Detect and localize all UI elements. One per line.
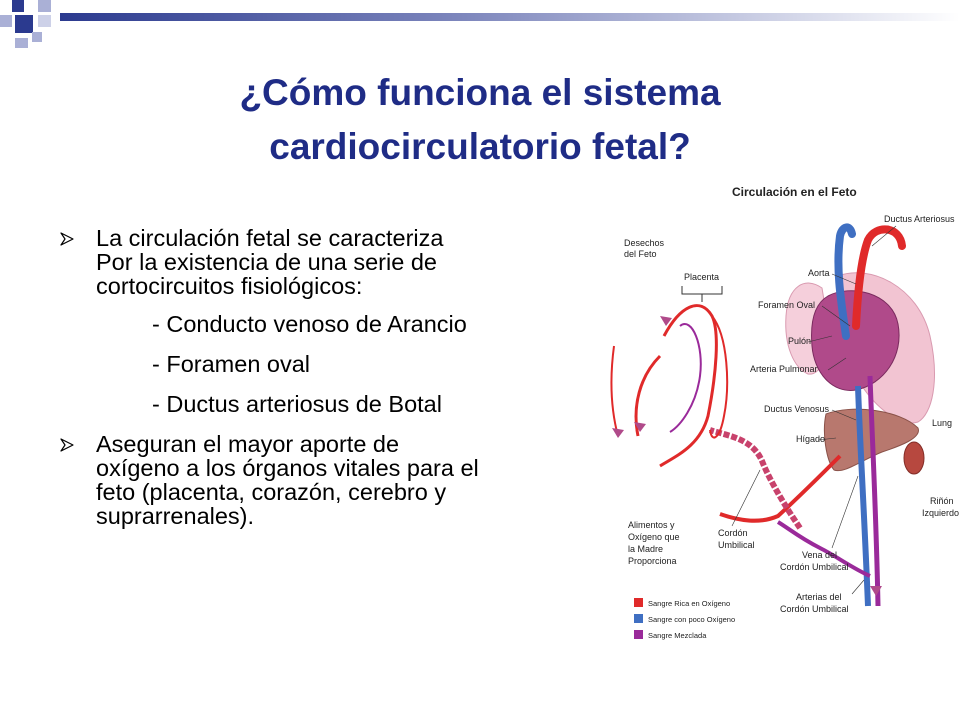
label-alimentos-line: Alimentos y [628, 520, 675, 530]
heart-shape [811, 290, 900, 391]
inferior-vena-cava-vessel [855, 385, 871, 607]
slide-title: ¿Cómo funciona el sistema cardiocirculat… [80, 66, 880, 174]
label-arterias: Arterias del Cordón Umbilical [780, 592, 849, 614]
legend-label: Sangre Mezclada [648, 631, 707, 640]
label-aorta: Aorta [808, 268, 830, 278]
leader-line [831, 409, 857, 421]
leader-line [817, 437, 837, 441]
leader-line [807, 335, 833, 343]
label-desechos: Desechos del Feto [624, 238, 665, 259]
label-desechos-line: del Feto [624, 249, 657, 259]
label-arteria-pulmonar: Arteria Pulmonar [750, 364, 818, 374]
arrow-bullet-icon [60, 438, 74, 452]
label-vena-line: Vena del [802, 550, 837, 560]
bullet-line: oxígeno a los órganos vitales para el [96, 455, 479, 481]
placenta-vessels [659, 304, 718, 468]
label-higado: Hígado [796, 434, 825, 444]
figure-title: Circulación en el Feto [732, 185, 857, 199]
bullet-item: Aseguran el mayor aporte de oxígeno a lo… [58, 432, 628, 528]
umbilical-vein-vessel [719, 454, 842, 523]
legend-label: Sangre Rica en Oxígeno [648, 599, 730, 608]
leader-lines [731, 225, 897, 595]
leader-line [831, 273, 857, 285]
label-alimentos-line: la Madre [628, 544, 663, 554]
placenta-vessels [610, 345, 619, 437]
title-line: ¿Cómo funciona el sistema [239, 72, 721, 113]
placenta-vessels [669, 323, 702, 433]
flow-arrows [612, 316, 882, 596]
legend-label: Sangre con poco Oxígeno [648, 615, 735, 624]
title-line: cardiocirculatorio fetal? [269, 126, 691, 167]
label-ductus-arteriosus: Ductus Arteriosus [884, 214, 955, 224]
label-foramen-oval: Foramen Oval [758, 300, 815, 310]
legend-swatch-oxygen-rich [634, 598, 643, 607]
bullet-item: La circulación fetal se caracteriza Por … [58, 226, 628, 298]
flow-arrow-icon [660, 316, 672, 326]
label-rinon: Riñón Izquierdo [922, 496, 959, 518]
label-desechos-line: Desechos [624, 238, 665, 248]
bullet-line: La circulación fetal se caracteriza [96, 225, 444, 251]
bullet-line: suprarrenales). [96, 503, 255, 529]
umbilical-cord-vessel [709, 427, 803, 530]
flow-arrow-icon [612, 428, 624, 438]
label-vena: Vena del Cordón Umbilical [780, 550, 849, 572]
label-rinon-line: Riñón [930, 496, 954, 506]
legend-swatch-mixed [634, 630, 643, 639]
label-cordon: Cordón Umbilical [718, 528, 755, 550]
label-lung: Lung [932, 418, 952, 428]
label-pulon: Pulón [788, 336, 811, 346]
leader-line [731, 469, 761, 527]
legend: Sangre Rica en Oxígeno Sangre con poco O… [634, 598, 735, 640]
bullet-line: cortocircuitos fisiológicos: [96, 273, 363, 299]
aorta-vessel [852, 225, 906, 330]
bullet-line: Por la existencia de una serie de [96, 249, 437, 275]
shunt-item: - Conducto venoso de Arancio [152, 311, 467, 337]
label-cordon-line: Umbilical [718, 540, 755, 550]
descending-aorta-vessel [867, 375, 881, 607]
label-rinon-line: Izquierdo [922, 508, 959, 518]
flow-arrow-icon [870, 586, 882, 596]
leader-line [871, 225, 897, 247]
leader-line [827, 357, 847, 371]
placenta-vessels [634, 354, 662, 437]
placenta-bracket [681, 286, 723, 295]
legend-swatch-oxygen-poor [634, 614, 643, 623]
bullet-line: Aseguran el mayor aporte de [96, 431, 400, 457]
label-placenta: Placenta [684, 272, 719, 282]
shunt-item: - Ductus arteriosus de Botal [152, 391, 442, 417]
label-arterias-line: Cordón Umbilical [780, 604, 849, 614]
umbilical-artery-vessel [776, 520, 871, 578]
label-alimentos-line: Oxígeno que [628, 532, 680, 542]
leader-line [831, 475, 859, 549]
label-alimentos: Alimentos y Oxígeno que la Madre Proporc… [628, 520, 680, 566]
shunt-item: - Foramen oval [152, 351, 311, 377]
decorative-top-bar [0, 0, 960, 48]
arrow-bullet-icon [60, 232, 74, 246]
slide-body: La circulación fetal se caracteriza Por … [58, 226, 628, 528]
label-vena-line: Cordón Umbilical [780, 562, 849, 572]
label-alimentos-line: Proporciona [628, 556, 677, 566]
fetal-circulation-diagram: Circulación en el Feto Desechos del Feto… [610, 185, 959, 640]
leader-line [851, 579, 865, 595]
label-cordon-line: Cordón [718, 528, 748, 538]
label-ductus-venosus: Ductus Venosus [764, 404, 830, 414]
leader-line [821, 305, 851, 327]
label-arterias-line: Arterias del [796, 592, 842, 602]
placenta-vessels [709, 315, 729, 439]
vena-cava-vessel [834, 223, 856, 340]
kidney-shape [903, 441, 925, 475]
bullet-line: feto (placenta, corazón, cerebro y [96, 479, 447, 505]
flow-arrow-icon [634, 422, 646, 432]
